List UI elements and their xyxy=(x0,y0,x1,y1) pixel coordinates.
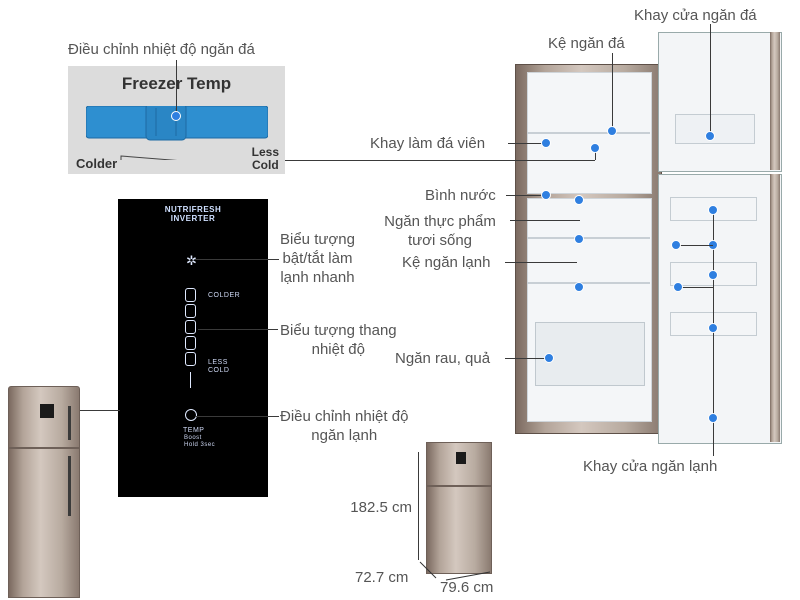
temp-indicator xyxy=(190,372,191,388)
leader-line xyxy=(506,195,546,196)
fridge-dimension-image xyxy=(426,442,492,577)
marker-dot xyxy=(607,126,617,136)
leader-line xyxy=(713,210,714,456)
leader-line xyxy=(508,143,546,144)
callout-fridge-shelf: Kệ ngăn lạnh xyxy=(402,254,491,271)
leader-line xyxy=(505,358,549,359)
leader-line xyxy=(285,160,595,161)
temp-level-1 xyxy=(185,288,196,302)
marker-dot xyxy=(708,270,718,280)
callout-water-bottle: Bình nước xyxy=(425,187,496,204)
temp-button-icon[interactable] xyxy=(185,409,197,421)
freezer-temp-slider[interactable] xyxy=(86,106,268,160)
marker-dot xyxy=(574,234,584,244)
marker-dot xyxy=(574,282,584,292)
callout-temp-ladder: Biểu tượng thang nhiệt độ xyxy=(280,322,397,358)
marker-dot xyxy=(708,205,718,215)
leader-line xyxy=(678,287,713,288)
marker-dot xyxy=(708,413,718,423)
temp-level-2 xyxy=(185,304,196,318)
less-cold-text: LESS COLD xyxy=(208,359,230,374)
leader-line xyxy=(80,410,120,411)
freezer-colder-label: Colder xyxy=(76,156,118,171)
callout-fresh-food: Ngăn thực phẩm tươi sống xyxy=(384,213,496,249)
leader-line xyxy=(176,60,177,116)
temp-level-5 xyxy=(185,352,196,366)
marker-dot xyxy=(671,240,681,250)
freezer-less-cold-label: Less Cold xyxy=(251,145,279,172)
marker-dot xyxy=(708,323,718,333)
leader-line xyxy=(710,24,711,136)
temp-text: TEMP xyxy=(183,427,205,434)
boost-text: Boost Hold 3sec xyxy=(184,435,216,448)
callout-freezer-shelf: Kệ ngăn đá xyxy=(548,35,625,52)
leader-line xyxy=(510,220,580,221)
control-panel: NUTRIFRESH INVERTER ✲ COLDER LESS COLD T… xyxy=(118,199,268,497)
base-dimension-lines xyxy=(419,561,491,581)
fridge-front-image xyxy=(8,386,80,598)
colder-text: COLDER xyxy=(208,292,241,299)
dimension-height: 182.5 cm xyxy=(350,499,412,516)
marker-dot xyxy=(541,138,551,148)
open-fridge-image xyxy=(515,32,782,452)
callout-fridge-door-tray: Khay cửa ngăn lạnh xyxy=(583,458,718,475)
temp-level-4 xyxy=(185,336,196,350)
temp-level-3 xyxy=(185,320,196,334)
callout-fridge-temp-adjust: Điều chỉnh nhiệt độ ngăn lạnh xyxy=(280,408,409,444)
callout-veg-drawer: Ngăn rau, quả xyxy=(395,350,491,367)
callout-quick-cool: Biểu tượng bật/tắt làm lạnh nhanh xyxy=(280,231,355,286)
marker-dot xyxy=(590,143,600,153)
leader-line xyxy=(195,259,279,260)
callout-ice-tray: Khay làm đá viên xyxy=(370,135,486,152)
marker-dot xyxy=(673,282,683,292)
dimension-width: 79.6 cm xyxy=(440,579,494,596)
marker-dot xyxy=(171,111,181,121)
quick-cool-icon[interactable]: ✲ xyxy=(186,253,197,268)
leader-line xyxy=(195,416,279,417)
leader-line xyxy=(612,53,613,131)
leader-line xyxy=(198,329,278,330)
marker-dot xyxy=(574,195,584,205)
callout-freezer-door-tray: Khay cửa ngăn đá xyxy=(634,7,757,24)
marker-dot xyxy=(705,131,715,141)
marker-dot xyxy=(541,190,551,200)
brand-label: NUTRIFRESH INVERTER xyxy=(164,205,222,223)
leader-line xyxy=(595,148,596,160)
dimension-depth: 72.7 cm xyxy=(355,569,409,586)
marker-dot xyxy=(544,353,554,363)
callout-freezer-temp-adjust: Điều chỉnh nhiệt độ ngăn đá xyxy=(68,41,255,58)
leader-line xyxy=(676,245,713,246)
leader-line xyxy=(505,262,577,263)
height-dimension-line xyxy=(418,452,419,560)
